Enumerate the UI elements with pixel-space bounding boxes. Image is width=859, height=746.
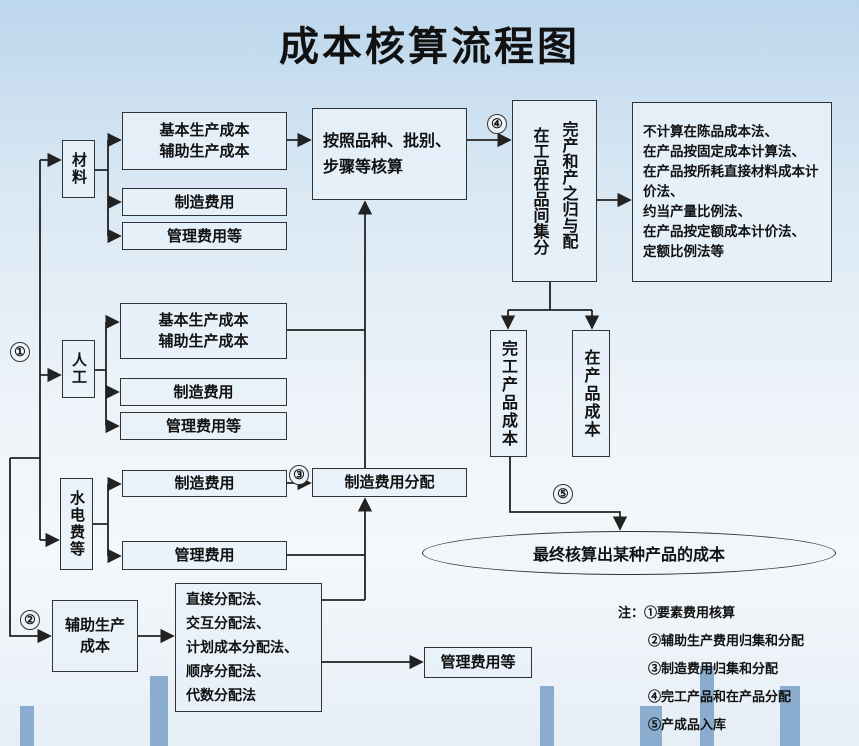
aux-production-box: 辅助生产成本: [52, 600, 138, 672]
skyline-decoration: [150, 676, 168, 746]
finished-cost-box: 完工产品成本: [490, 330, 527, 457]
note-item: ④完工产品和在产品分配: [648, 690, 792, 705]
allocation-col-1: 在工品在品间集分: [530, 127, 550, 255]
final-cost-ellipse: 最终核算出某种产品的成本: [422, 531, 836, 575]
mgmt-end-box: 管理费用等: [424, 647, 532, 678]
note-item: ②辅助生产费用归集和分配: [648, 634, 805, 649]
note-item: ③制造费用归集和分配: [648, 662, 779, 677]
material-box: 材料: [62, 140, 95, 198]
allocation-box: 在工品在品间集分 完产和产之归与配: [512, 100, 597, 282]
labor-mfg-box: 制造费用: [120, 378, 287, 406]
mfg-allocation-box: 制造费用分配: [312, 468, 467, 497]
utility-mfg-box: 制造费用: [122, 470, 287, 497]
marker-5: ⑤: [553, 484, 573, 504]
by-type-accounting-box: 按照品种、批别、步骤等核算: [312, 108, 467, 200]
utility-mgmt-box: 管理费用: [122, 541, 287, 570]
aux-methods-box: 直接分配法、 交互分配法、 计划成本分配法、 顺序分配法、 代数分配法: [175, 583, 322, 712]
material-mfg-box: 制造费用: [122, 188, 287, 216]
note-item: ⑤产成品入库: [648, 718, 727, 733]
labor-mgmt-box: 管理费用等: [120, 412, 287, 440]
skyline-decoration: [540, 686, 554, 746]
marker-2: ②: [20, 610, 40, 630]
notes-label: 注：: [618, 606, 645, 621]
page-title: 成本核算流程图: [279, 23, 580, 70]
labor-basic-aux-box: 基本生产成本 辅助生产成本: [120, 303, 287, 359]
note-item: ①要素费用核算: [644, 606, 736, 621]
wip-methods-box: 不计算在陈品成本法、 在产品按固定成本计算法、 在产品按所耗直接材料成本计价法、…: [632, 102, 832, 282]
skyline-decoration: [780, 686, 800, 746]
marker-3: ③: [289, 465, 309, 485]
notes: 注：①要素费用核算 ②辅助生产费用归集和分配 ③制造费用归集和分配 ④完工产品和…: [618, 600, 804, 740]
material-basic-aux-box: 基本生产成本 辅助生产成本: [122, 112, 287, 170]
skyline-decoration: [20, 706, 34, 746]
marker-1: ①: [10, 342, 30, 362]
utilities-box: 水电费等: [60, 478, 93, 570]
marker-4: ④: [487, 114, 507, 134]
allocation-col-2: 完产和产之归与配: [559, 121, 579, 249]
labor-box: 人工: [62, 340, 95, 398]
skyline-decoration: [640, 706, 662, 746]
skyline-decoration: [700, 666, 714, 746]
wip-cost-box: 在产品成本: [572, 330, 610, 457]
material-mgmt-box: 管理费用等: [122, 222, 287, 250]
